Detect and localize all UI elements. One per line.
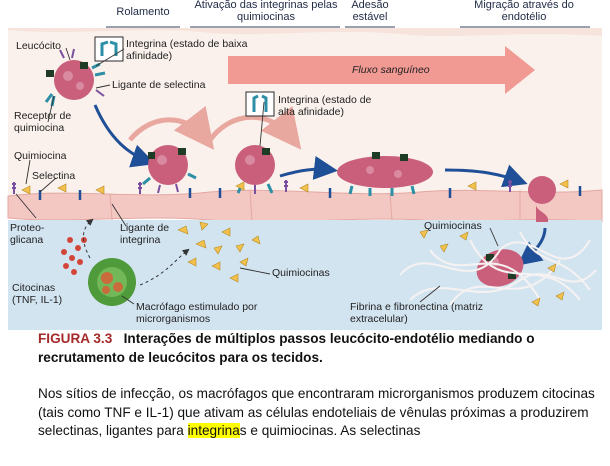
label-blood-flow: Fluxo sanguíneo <box>352 64 430 76</box>
leukocyte-rolling <box>142 145 197 194</box>
leukocyte-free <box>44 48 106 107</box>
integrin-low-affinity-icon <box>94 36 124 62</box>
label-cytokines: Citocinas (TNF, IL-1) <box>12 282 63 306</box>
surface-chemokines <box>21 179 569 195</box>
endothelium-layer <box>7 189 603 223</box>
label-chemokine: Quimiocina <box>14 150 67 162</box>
label-leukocyte: Leucócito <box>16 40 61 52</box>
blood-flow-arrow <box>228 46 535 94</box>
integrin-high-affinity-icon <box>245 91 275 117</box>
leukocyte-activated <box>235 145 275 194</box>
label-fibrin: Fibrina e fibronectina (matriz extracelu… <box>350 301 484 325</box>
leukocyte-adhered <box>337 152 433 196</box>
figure-title: Interações de múltiplos passos leucócito… <box>38 331 535 365</box>
label-chemokines-mid: Quimiocinas <box>272 267 330 279</box>
stage-header-activation: Ativação das integrinas pelas quimiocina… <box>194 0 338 23</box>
label-chemokines-right: Quimiocinas <box>424 220 482 232</box>
highlighted-word: integrina <box>187 423 240 439</box>
chemokines-tissue <box>177 221 565 307</box>
leukocyte-transmigrating <box>528 176 556 222</box>
figure-caption-heading: FIGURA 3.3 Interações de múltiplos passo… <box>38 330 606 367</box>
figure-caption-body: Nos sítios de infecção, os macrófagos qu… <box>38 385 606 441</box>
stage-header-migration: Migração através do endotélio <box>474 0 574 23</box>
label-chemokine-receptor: Receptor de quimiocina <box>14 110 72 134</box>
leukocyte-recruitment-diagram: Rolamento Ativação das integrinas pelas … <box>7 0 603 330</box>
cytokines <box>61 237 87 275</box>
proteoglycans <box>12 180 512 194</box>
label-integrin-low: Integrina (estado de baixa afinidade) <box>126 38 248 62</box>
stage-header-rolling: Rolamento <box>116 6 170 18</box>
figure-number: FIGURA 3.3 <box>38 331 113 346</box>
label-integrin-high: Integrina (estado de alta afinidade) <box>278 94 372 118</box>
caption-body-text-end: s e quimiocinas. As selectinas <box>239 423 421 439</box>
trajectory-arrow <box>279 155 338 180</box>
trajectory-arrow <box>93 104 156 168</box>
label-macrophage: Macrófago estimulado por microrganismos <box>136 301 258 325</box>
label-integrin-ligand: Ligante de integrina <box>120 222 170 246</box>
diagram-artwork <box>7 26 603 330</box>
stage-header-stable-adhesion: Adesão estável <box>351 0 389 23</box>
trajectory-arrow <box>517 227 547 266</box>
caption-body-text: Nos sítios de infecção, os macrófagos qu… <box>38 386 595 439</box>
label-selectin-ligand: Ligante de selectina <box>112 79 206 91</box>
label-selectin: Selectina <box>32 170 76 182</box>
surface-receptors <box>38 186 582 200</box>
label-proteoglycan: Proteo-glicana <box>10 222 45 246</box>
macrophage <box>88 258 136 306</box>
trajectory-arrow <box>444 164 528 188</box>
